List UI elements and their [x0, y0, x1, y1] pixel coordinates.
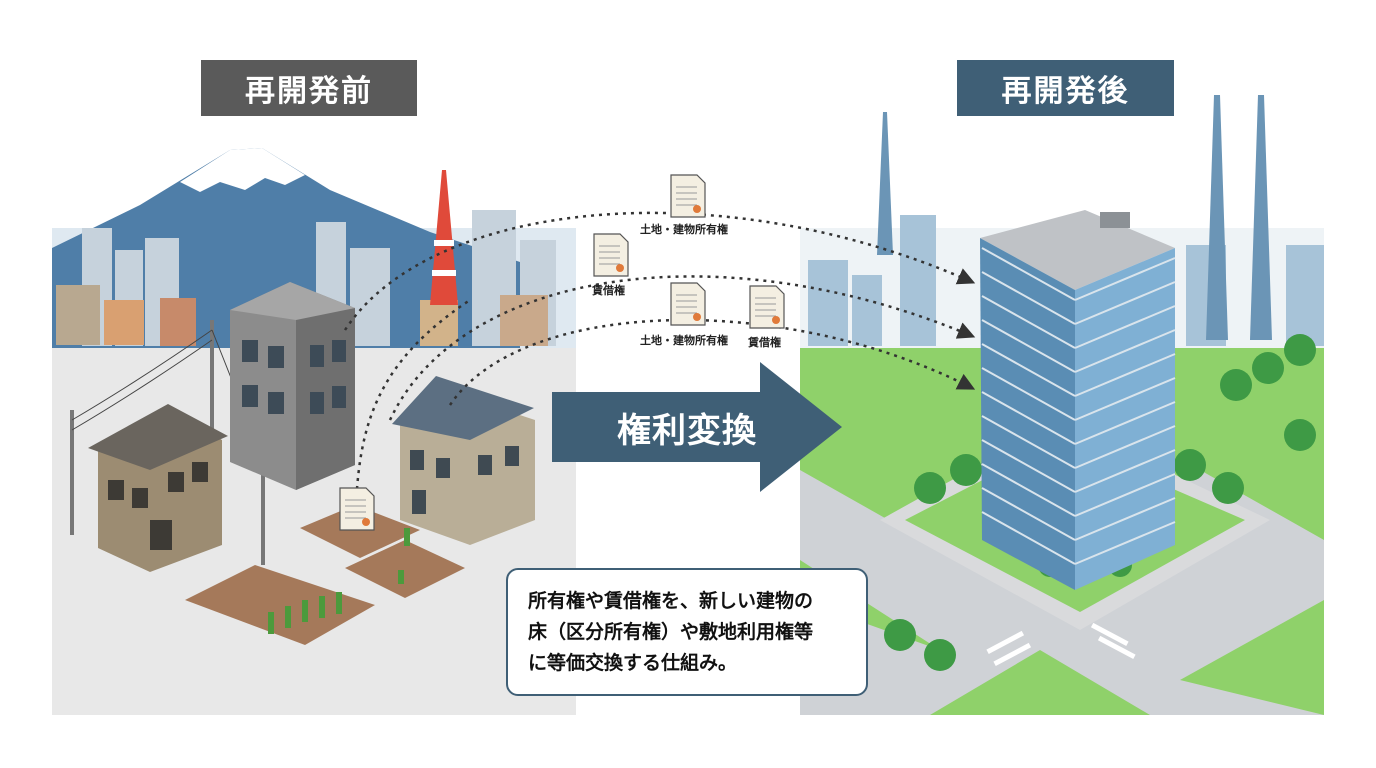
after-label: 再開発後: [957, 60, 1174, 116]
old-house-right: [392, 376, 535, 545]
document-icon: [340, 488, 374, 530]
document-icon: [671, 283, 705, 325]
after-scene: [800, 95, 1324, 715]
new-high-rise-building: [980, 210, 1175, 590]
doc-label-lease-right: 賃借権: [748, 334, 781, 350]
doc-label-ownership-middle: 土地・建物所有権: [640, 332, 728, 348]
document-icon: [594, 234, 628, 276]
explanation-callout: 所有権や賃借権を、新しい建物の 床（区分所有権）や敷地利用権等 に等価交換する仕…: [506, 568, 868, 696]
document-icon: [750, 286, 784, 328]
arrow-label: 権利変換: [552, 392, 822, 462]
doc-label-lease-left: 賃借権: [592, 282, 625, 298]
document-icon: [671, 175, 705, 217]
callout-line-1: 所有権や賃借権を、新しい建物の: [528, 586, 852, 617]
doc-label-ownership-top: 土地・建物所有権: [640, 221, 728, 237]
callout-line-2: 床（区分所有権）や敷地利用権等: [528, 617, 852, 648]
callout-line-3: に等価交換する仕組み。: [528, 648, 852, 679]
old-apartment-building: [230, 282, 355, 490]
before-label: 再開発前: [201, 60, 417, 116]
